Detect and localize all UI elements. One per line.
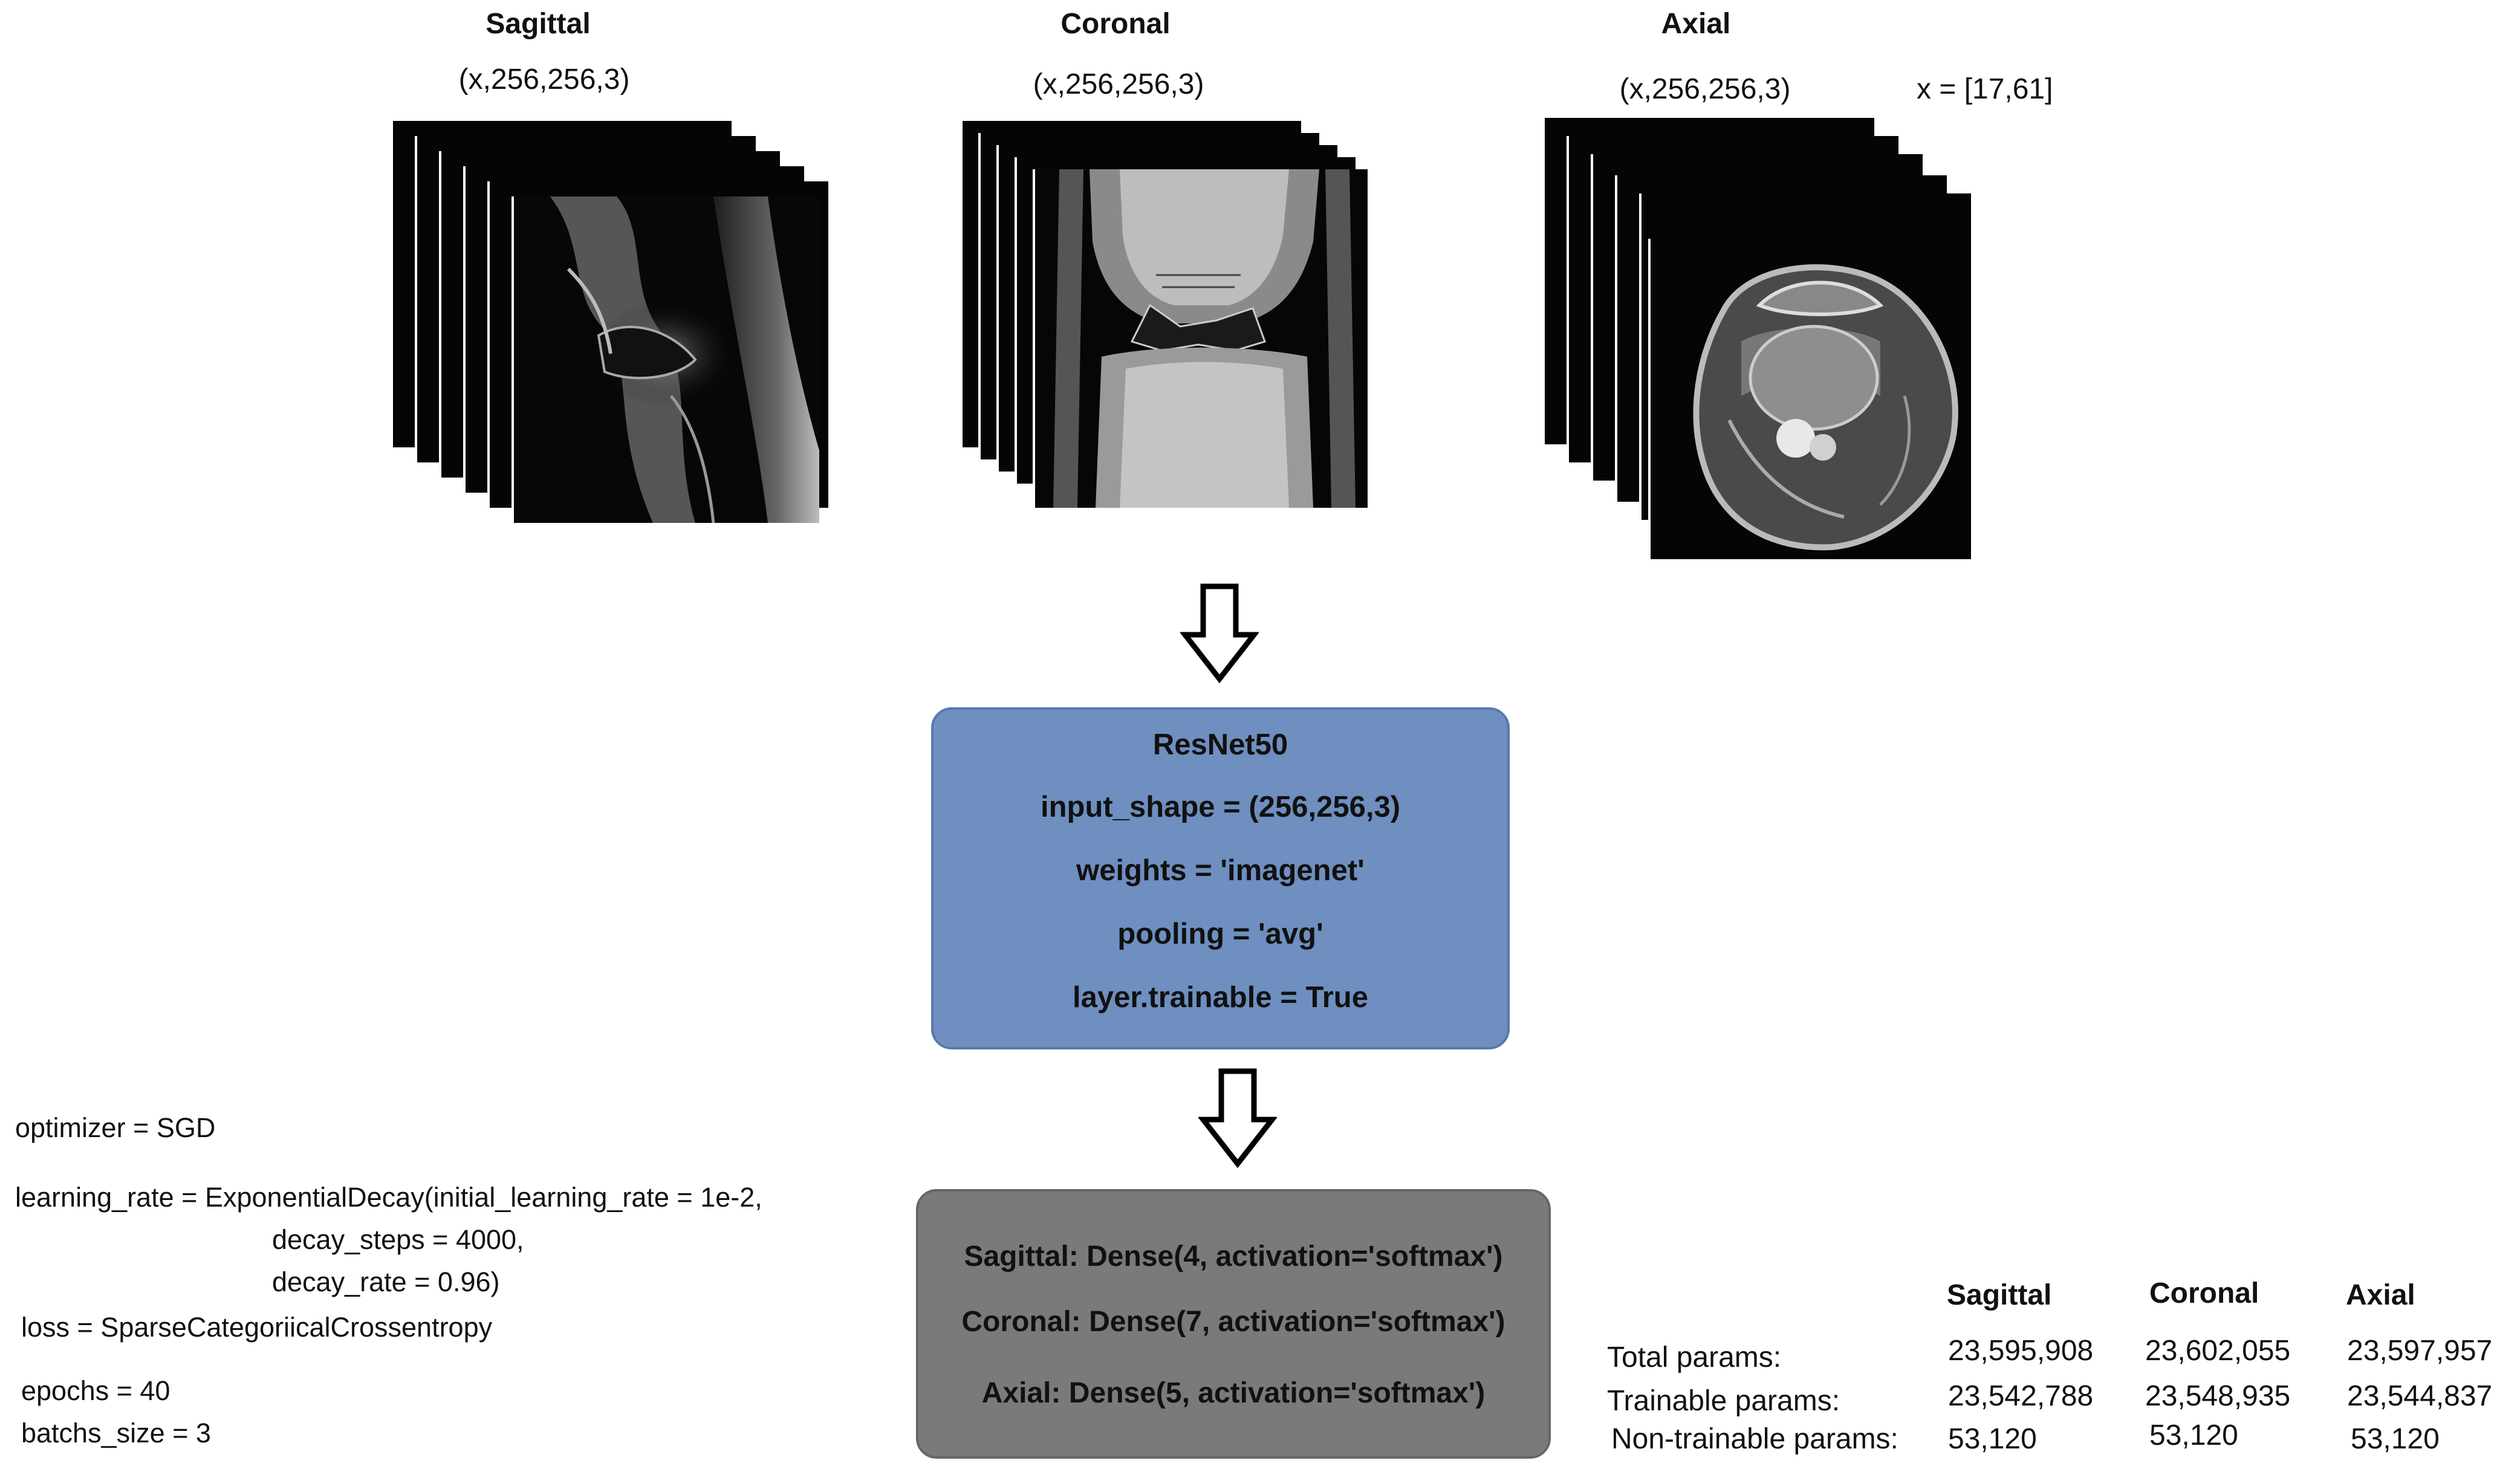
learning-rate-line1: learning_rate = ExponentialDecay(initial… bbox=[15, 1182, 762, 1213]
params-trainable-sagittal: 23,542,788 bbox=[1948, 1380, 2094, 1412]
axial-title: Axial bbox=[1661, 8, 1731, 40]
learning-rate-line2: decay_steps = 4000, bbox=[272, 1224, 524, 1255]
sagittal-mri-image bbox=[514, 196, 819, 523]
params-col-sagittal: Sagittal bbox=[1947, 1279, 2052, 1311]
loss-label: loss = SparseCategoriicalCrossentropy bbox=[21, 1312, 493, 1343]
dense-axial: Axial: Dense(5, activation='softmax') bbox=[981, 1377, 1486, 1409]
params-nontrainable-sagittal: 53,120 bbox=[1948, 1423, 2037, 1455]
params-total-sagittal: 23,595,908 bbox=[1948, 1335, 2094, 1367]
optimizer-label: optimizer = SGD bbox=[15, 1112, 216, 1143]
params-total-axial: 23,597,957 bbox=[2347, 1335, 2493, 1367]
params-row-total-label: Total params: bbox=[1607, 1341, 1782, 1373]
coronal-mri-image bbox=[1035, 169, 1368, 508]
resnet-weights: weights = 'imagenet' bbox=[1076, 854, 1365, 887]
resnet-input-shape: input_shape = (256,256,3) bbox=[1040, 791, 1401, 823]
axial-mri-image bbox=[1651, 239, 1971, 559]
params-row-nontrainable-label: Non-trainable params: bbox=[1611, 1423, 1898, 1455]
axial-shape: (x,256,256,3) bbox=[1619, 73, 1791, 105]
batch-size-label: batchs_size = 3 bbox=[21, 1418, 211, 1448]
learning-rate-line3: decay_rate = 0.96) bbox=[272, 1266, 500, 1297]
dense-coronal: Coronal: Dense(7, activation='softmax') bbox=[961, 1306, 1505, 1338]
sagittal-title: Sagittal bbox=[485, 8, 591, 40]
params-total-coronal: 23,602,055 bbox=[2145, 1335, 2291, 1367]
coronal-title: Coronal bbox=[1060, 8, 1171, 40]
coronal-shape: (x,256,256,3) bbox=[1033, 68, 1204, 100]
params-nontrainable-coronal: 53,120 bbox=[2149, 1419, 2238, 1451]
epochs-label: epochs = 40 bbox=[21, 1375, 170, 1406]
down-arrow-icon bbox=[1198, 1068, 1277, 1168]
resnet-title: ResNet50 bbox=[1152, 728, 1288, 761]
dense-output-block: Sagittal: Dense(4, activation='softmax')… bbox=[916, 1189, 1551, 1459]
resnet50-block: ResNet50 input_shape = (256,256,3) weigh… bbox=[931, 707, 1510, 1049]
params-nontrainable-axial: 53,120 bbox=[2351, 1423, 2440, 1455]
params-col-coronal: Coronal bbox=[2149, 1277, 2259, 1309]
dense-sagittal: Sagittal: Dense(4, activation='softmax') bbox=[964, 1240, 1503, 1273]
params-trainable-coronal: 23,548,935 bbox=[2145, 1380, 2291, 1412]
down-arrow-icon bbox=[1180, 583, 1259, 683]
sagittal-shape: (x,256,256,3) bbox=[458, 63, 630, 96]
resnet-pooling: pooling = 'avg' bbox=[1117, 918, 1323, 950]
resnet-trainable: layer.trainable = True bbox=[1073, 981, 1368, 1014]
params-trainable-axial: 23,544,837 bbox=[2347, 1380, 2493, 1412]
params-row-trainable-label: Trainable params: bbox=[1607, 1385, 1840, 1417]
x-range-label: x = [17,61] bbox=[1917, 73, 2053, 105]
params-col-axial: Axial bbox=[2346, 1279, 2415, 1311]
